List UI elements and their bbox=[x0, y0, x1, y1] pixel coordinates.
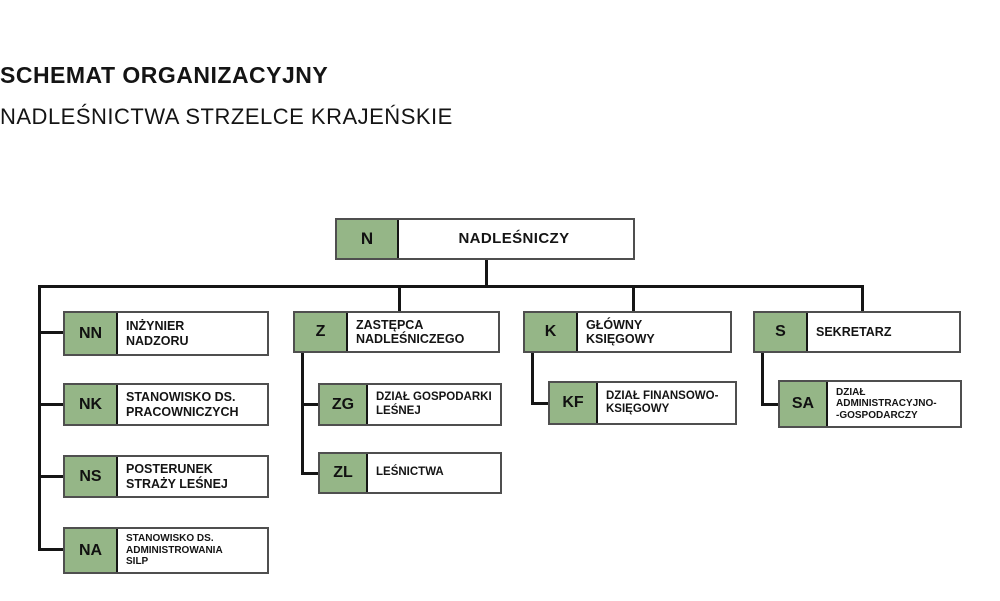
org-node-zl-label: LEŚNICTWA bbox=[376, 466, 444, 479]
connector-stub-ns bbox=[38, 475, 63, 478]
connector-drop-k bbox=[632, 285, 635, 311]
org-node-n-code: N bbox=[337, 220, 399, 258]
connector-rail bbox=[38, 285, 864, 288]
connector-drop-z bbox=[398, 285, 401, 311]
org-node-na-code: NA bbox=[65, 529, 118, 572]
org-node-s: S SEKRETARZ bbox=[753, 311, 961, 353]
org-node-nk: NK STANOWISKO DS. PRACOWNICZYCH bbox=[63, 383, 269, 426]
org-node-kf-label: DZIAŁ FINANSOWO- KSIĘGOWY bbox=[606, 389, 719, 415]
org-node-kf: KF DZIAŁ FINANSOWO- KSIĘGOWY bbox=[548, 381, 737, 425]
org-node-n-label: NADLEŚNICZY bbox=[458, 230, 570, 248]
connector-stub-na bbox=[38, 548, 63, 551]
connector-stub-zl bbox=[301, 472, 318, 475]
org-node-z: Z ZASTĘPCA NADLEŚNICZEGO bbox=[293, 311, 500, 353]
org-node-k: K GŁÓWNY KSIĘGOWY bbox=[523, 311, 732, 353]
org-node-z-label: ZASTĘPCA NADLEŚNICZEGO bbox=[356, 317, 465, 346]
org-node-k-label: GŁÓWNY KSIĘGOWY bbox=[586, 317, 655, 346]
org-node-k-code: K bbox=[525, 313, 578, 351]
org-node-ns-code: NS bbox=[65, 457, 118, 496]
org-node-ns: NS POSTERUNEK STRAŻY LEŚNEJ bbox=[63, 455, 269, 498]
connector-k-spine bbox=[531, 353, 534, 405]
org-node-zl-code: ZL bbox=[320, 454, 368, 492]
org-node-na-label: STANOWISKO DS. ADMINISTROWANIA SILP bbox=[126, 533, 223, 568]
org-node-s-code: S bbox=[755, 313, 808, 351]
org-node-kf-code: KF bbox=[550, 383, 598, 423]
org-node-sa-code: SA bbox=[780, 382, 828, 426]
connector-stub-kf bbox=[531, 402, 548, 405]
org-node-zg-label: DZIAŁ GOSPODARKI LEŚNEJ bbox=[376, 391, 492, 417]
org-node-nn-code: NN bbox=[65, 313, 118, 354]
org-node-zg: ZG DZIAŁ GOSPODARKI LEŚNEJ bbox=[318, 383, 502, 426]
org-node-s-label: SEKRETARZ bbox=[816, 324, 892, 339]
org-node-z-code: Z bbox=[295, 313, 348, 351]
page-subtitle: NADLEŚNICTWA STRZELCE KRAJEŃSKIE bbox=[0, 104, 453, 129]
org-node-sa: SA DZIAŁ ADMINISTRACYJNO- -GOSPODARCZY bbox=[778, 380, 962, 428]
org-node-nn-label: INŻYNIER NADZORU bbox=[126, 319, 189, 348]
connector-s-spine bbox=[761, 353, 764, 406]
org-node-nk-label: STANOWISKO DS. PRACOWNICZYCH bbox=[126, 390, 239, 419]
org-node-na: NA STANOWISKO DS. ADMINISTROWANIA SILP bbox=[63, 527, 269, 574]
connector-root-drop bbox=[485, 258, 488, 288]
org-node-zg-code: ZG bbox=[320, 385, 368, 424]
connector-z-spine bbox=[301, 353, 304, 475]
org-node-zl: ZL LEŚNICTWA bbox=[318, 452, 502, 494]
org-node-n: N NADLEŚNICZY bbox=[335, 218, 635, 260]
connector-stub-sa bbox=[761, 403, 778, 406]
connector-drop-s bbox=[861, 285, 864, 311]
connector-left-spine bbox=[38, 285, 41, 551]
org-node-ns-label: POSTERUNEK STRAŻY LEŚNEJ bbox=[126, 462, 228, 491]
org-node-nk-code: NK bbox=[65, 385, 118, 424]
page-title: SCHEMAT ORGANIZACYJNY bbox=[0, 62, 329, 88]
connector-stub-zg bbox=[301, 403, 318, 406]
connector-stub-nk bbox=[38, 403, 63, 406]
org-node-nn: NN INŻYNIER NADZORU bbox=[63, 311, 269, 356]
org-node-sa-label: DZIAŁ ADMINISTRACYJNO- -GOSPODARCZY bbox=[836, 386, 937, 421]
connector-stub-nn bbox=[38, 331, 63, 334]
